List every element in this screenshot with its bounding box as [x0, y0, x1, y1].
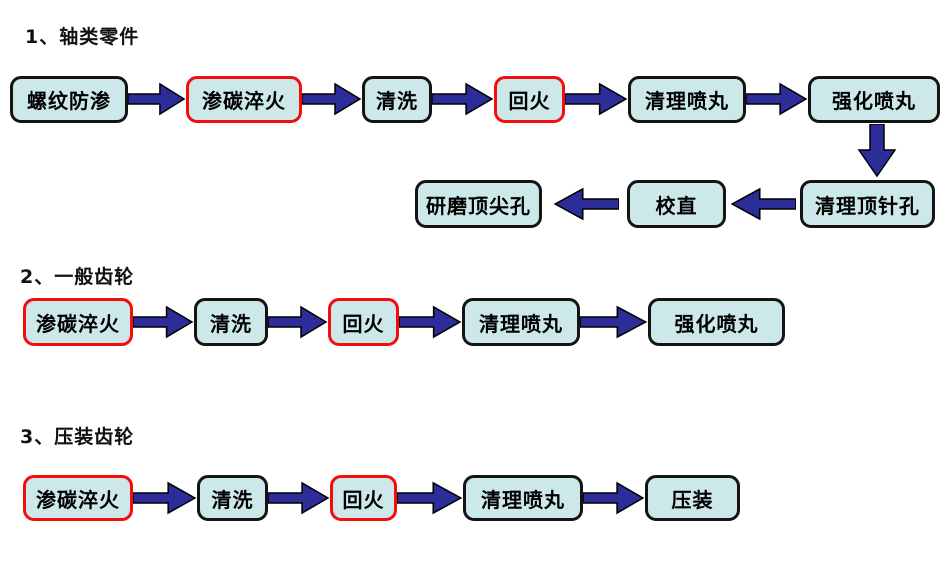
arrow-right-icon	[128, 82, 186, 116]
flow-node-clean: 清洗	[362, 76, 432, 123]
arrow-right-icon	[133, 305, 194, 339]
flow-node-press-fit: 压装	[645, 475, 740, 521]
arrow-right-icon	[268, 305, 328, 339]
flow-node-cleanup-shot-blast: 清理喷丸	[628, 76, 746, 123]
arrow-right-icon	[580, 305, 648, 339]
arrow-right-icon	[302, 82, 362, 116]
arrow-right-icon	[133, 481, 197, 515]
section-title-general-gears: 2、一般齿轮	[20, 266, 135, 288]
flow-node-temper: 回火	[328, 298, 399, 346]
flow-node-carburize-quench: 渗碳淬火	[23, 475, 133, 521]
flow-node-clean: 清洗	[197, 475, 268, 521]
section-title-shaft-parts: 1、轴类零件	[25, 26, 140, 48]
flow-node-clean-center-pin-hole: 清理顶针孔	[800, 180, 935, 228]
flow-node-carburize-quench: 渗碳淬火	[23, 298, 133, 346]
arrow-right-icon	[432, 82, 494, 116]
arrow-right-icon	[268, 481, 330, 515]
flow-node-strengthen-shot-peen: 强化喷丸	[808, 76, 940, 123]
flow-node-strengthen-shot-peen: 强化喷丸	[648, 298, 785, 346]
flow-node-temper: 回火	[330, 475, 397, 521]
flow-node-cleanup-shot-blast: 清理喷丸	[462, 298, 580, 346]
flow-node-straighten: 校直	[627, 180, 726, 228]
flow-node-grind-center-hole: 研磨顶尖孔	[415, 180, 542, 228]
flow-node-carburize-quench: 渗碳淬火	[186, 76, 302, 123]
flow-node-thread-protect: 螺纹防渗	[10, 76, 128, 123]
flow-node-cleanup-shot-blast: 清理喷丸	[463, 475, 583, 521]
arrow-down-icon	[857, 124, 897, 178]
flow-node-temper: 回火	[494, 76, 565, 123]
arrow-right-icon	[746, 82, 808, 116]
arrow-right-icon	[583, 481, 645, 515]
arrow-left-icon	[553, 187, 619, 221]
arrow-left-icon	[730, 187, 796, 221]
arrow-right-icon	[399, 305, 462, 339]
arrow-right-icon	[397, 481, 463, 515]
arrow-right-icon	[565, 82, 628, 116]
section-title-press-fit-gears: 3、压装齿轮	[20, 426, 135, 448]
flow-node-clean: 清洗	[194, 298, 268, 346]
